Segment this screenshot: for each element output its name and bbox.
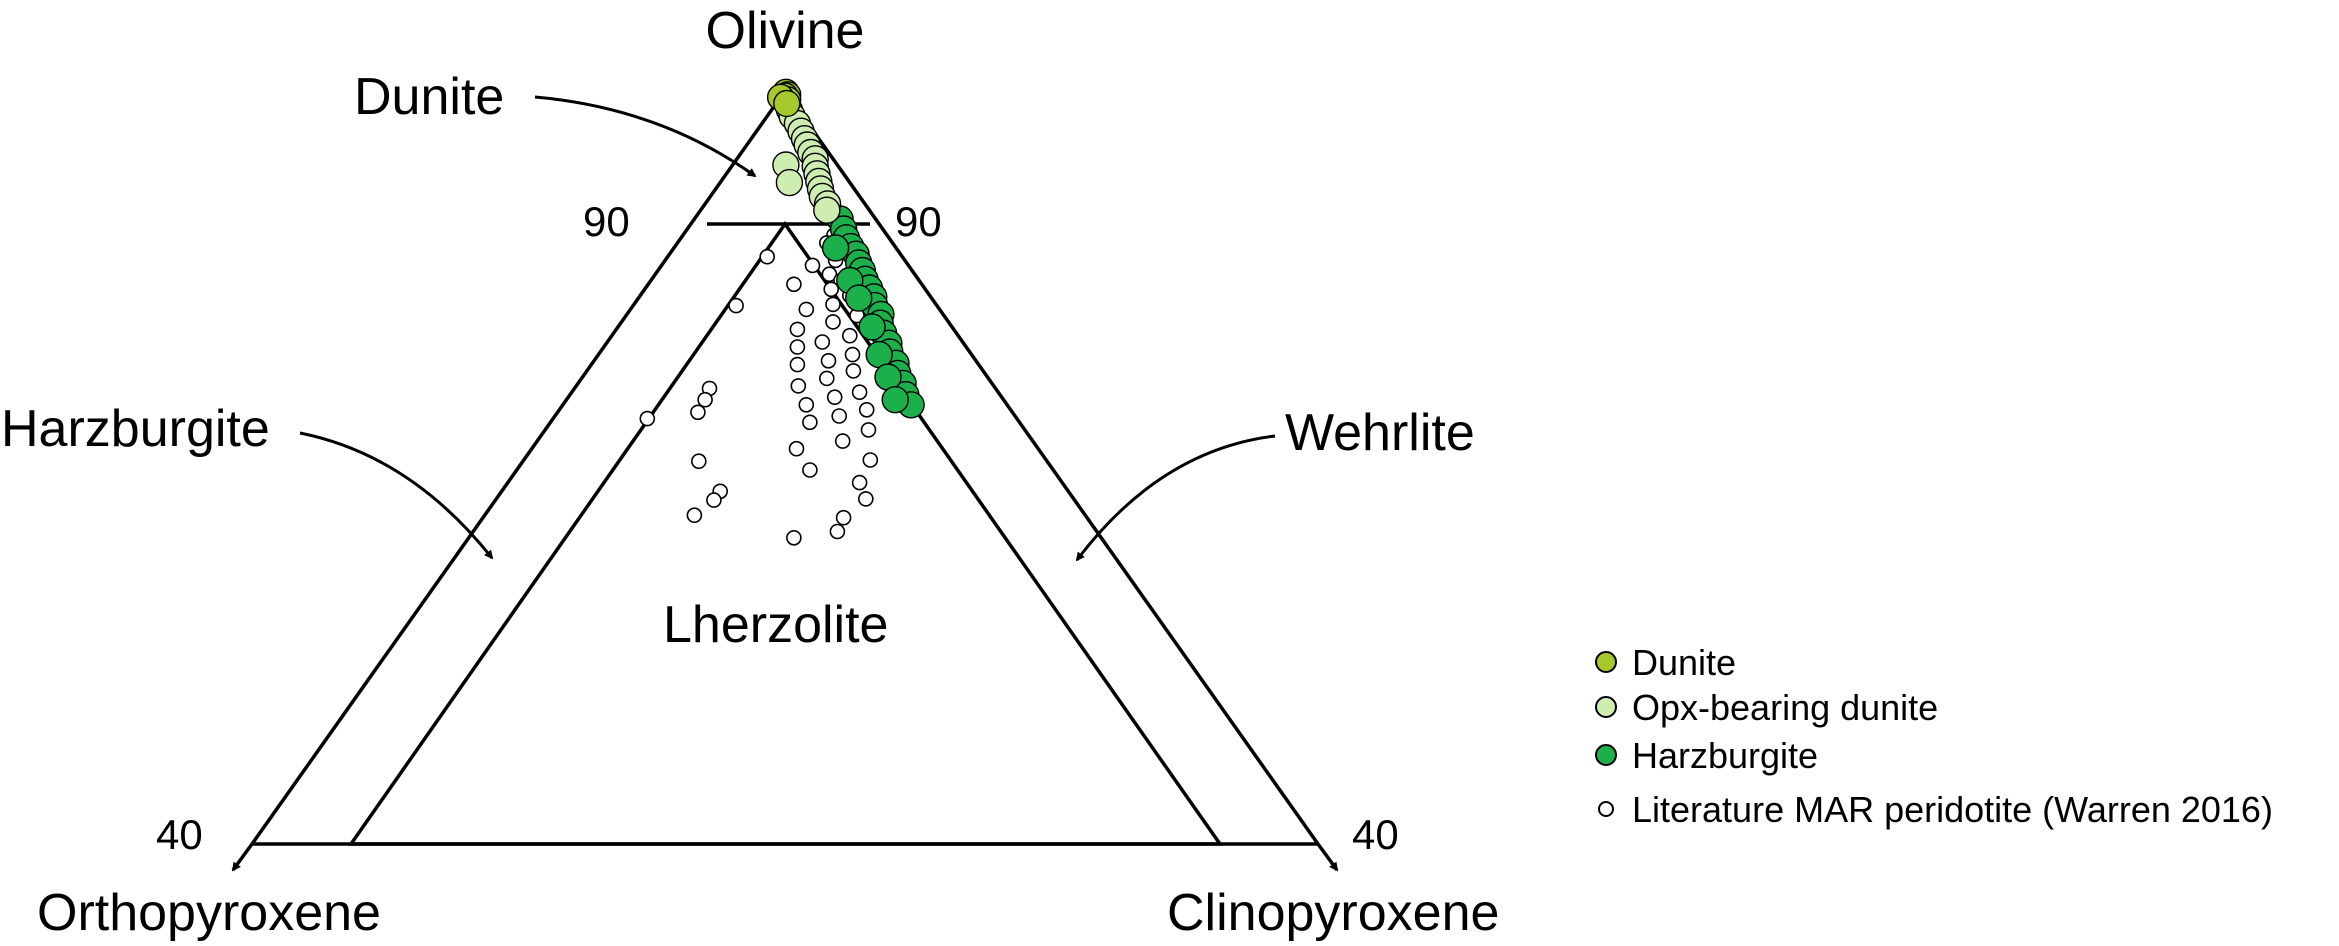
data-point-literature-mar-peridotite-warren-2016-39 [690,404,706,421]
data-point-literature-mar-peridotite-warren-2016-24 [851,384,868,401]
data-points [639,78,925,546]
data-point-literature-mar-peridotite-warren-2016-44 [686,507,703,524]
data-point-literature-mar-peridotite-warren-2016-33 [862,452,879,468]
wehrlite-arrow [1075,434,1276,562]
dunite-arrow [534,95,757,178]
data-point-literature-mar-peridotite-warren-2016-7 [823,281,840,298]
data-point-literature-mar-peridotite-warren-2016-15 [841,327,858,344]
data-point-literature-mar-peridotite-warren-2016-45 [851,474,868,491]
apex-label-clinopyroxene: Clinopyroxene [1167,884,1499,942]
data-point-literature-mar-peridotite-warren-2016-13 [825,314,841,330]
legend-label-dunite: Dunite [1632,642,1736,683]
data-point-harzburgite-24 [858,313,886,341]
data-point-dunite-5 [773,89,801,118]
lherzolite-triangle [347,220,1224,846]
data-point-literature-mar-peridotite-warren-2016-46 [857,491,874,507]
data-point-literature-mar-peridotite-warren-2016-38 [697,391,713,408]
data-point-opx-bearing-dunite-16 [775,168,804,197]
tick-olivine-40-right: 40 [1352,811,1399,858]
orthopyroxene-arrow-stub [231,842,254,872]
data-point-literature-mar-peridotite-warren-2016-47 [835,509,852,526]
data-point-literature-mar-peridotite-warren-2016-34 [802,462,818,478]
data-point-literature-mar-peridotite-warren-2016-10 [825,296,841,313]
data-point-literature-mar-peridotite-warren-2016-23 [790,378,807,394]
data-point-literature-mar-peridotite-warren-2016-14 [789,321,806,338]
data-point-literature-mar-peridotite-warren-2016-29 [802,414,818,431]
outer-boundary [250,87,1320,846]
legend-marker-literature-mar [1598,801,1614,817]
apex-label-orthopyroxene: Orthopyroxene [37,884,381,942]
data-point-literature-mar-peridotite-warren-2016-26 [798,396,815,413]
data-point-literature-mar-peridotite-warren-2016-8 [786,276,802,293]
data-point-literature-mar-peridotite-warren-2016-30 [860,422,877,438]
data-point-literature-mar-peridotite-warren-2016-36 [728,297,744,314]
data-point-literature-mar-peridotite-warren-2016-16 [814,334,831,350]
harzburgite-arrow [299,431,494,560]
legend: Dunite Opx-bearing dunite Harzburgite Li… [1595,642,2273,830]
data-point-literature-mar-peridotite-warren-2016-32 [788,440,805,457]
data-point-literature-mar-peridotite-warren-2016-27 [858,401,875,418]
data-point-literature-mar-peridotite-warren-2016-43 [706,492,722,508]
data-point-literature-mar-peridotite-warren-2016-40 [639,410,656,427]
data-point-literature-mar-peridotite-warren-2016-35 [759,248,776,265]
data-point-literature-mar-peridotite-warren-2016-18 [844,346,861,363]
data-point-opx-bearing-dunite-14 [813,196,841,224]
data-point-literature-mar-peridotite-warren-2016-5 [821,266,838,283]
tick-olivine-90-left: 90 [583,198,630,245]
data-point-literature-mar-peridotite-warren-2016-48 [829,523,846,540]
legend-label-literature-mar: Literature MAR peridotite (Warren 2016) [1632,789,2273,830]
data-point-literature-mar-peridotite-warren-2016-19 [820,352,837,369]
field-label-harzburgite: Harzburgite [1,400,270,458]
data-point-literature-mar-peridotite-warren-2016-4 [804,257,821,274]
data-point-harzburgite-23 [845,284,873,312]
data-point-literature-mar-peridotite-warren-2016-11 [798,301,815,318]
tick-olivine-90-right: 90 [895,198,942,245]
ternary-frame [231,87,1339,872]
data-point-literature-mar-peridotite-warren-2016-28 [831,408,848,424]
field-label-dunite: Dunite [354,68,504,126]
tick-olivine-40-left: 40 [156,811,203,858]
data-point-literature-mar-peridotite-warren-2016-49 [786,529,802,546]
data-point-literature-mar-peridotite-warren-2016-21 [845,363,862,379]
data-point-literature-mar-peridotite-warren-2016-22 [818,370,835,387]
legend-marker-dunite [1595,651,1617,673]
apex-label-olivine: Olivine [706,2,865,60]
legend-marker-harzburgite [1595,744,1617,766]
data-point-literature-mar-peridotite-warren-2016-17 [789,339,806,355]
legend-label-harzburgite: Harzburgite [1632,735,1818,776]
data-point-harzburgite-27 [881,386,909,414]
legend-label-opx-bearing-dunite: Opx-bearing dunite [1632,687,1938,728]
data-point-literature-mar-peridotite-warren-2016-41 [690,453,707,470]
clinopyroxene-arrow-stub [1316,842,1339,872]
data-point-literature-mar-peridotite-warren-2016-20 [789,356,806,373]
legend-marker-opx-bearing-dunite [1595,696,1617,718]
data-point-literature-mar-peridotite-warren-2016-31 [834,433,851,449]
field-label-wehrlite: Wehrlite [1285,404,1475,462]
field-label-lherzolite: Lherzolite [663,596,888,654]
field-arrows [299,95,1276,562]
data-point-literature-mar-peridotite-warren-2016-25 [826,389,843,406]
data-point-harzburgite-21 [821,234,850,262]
